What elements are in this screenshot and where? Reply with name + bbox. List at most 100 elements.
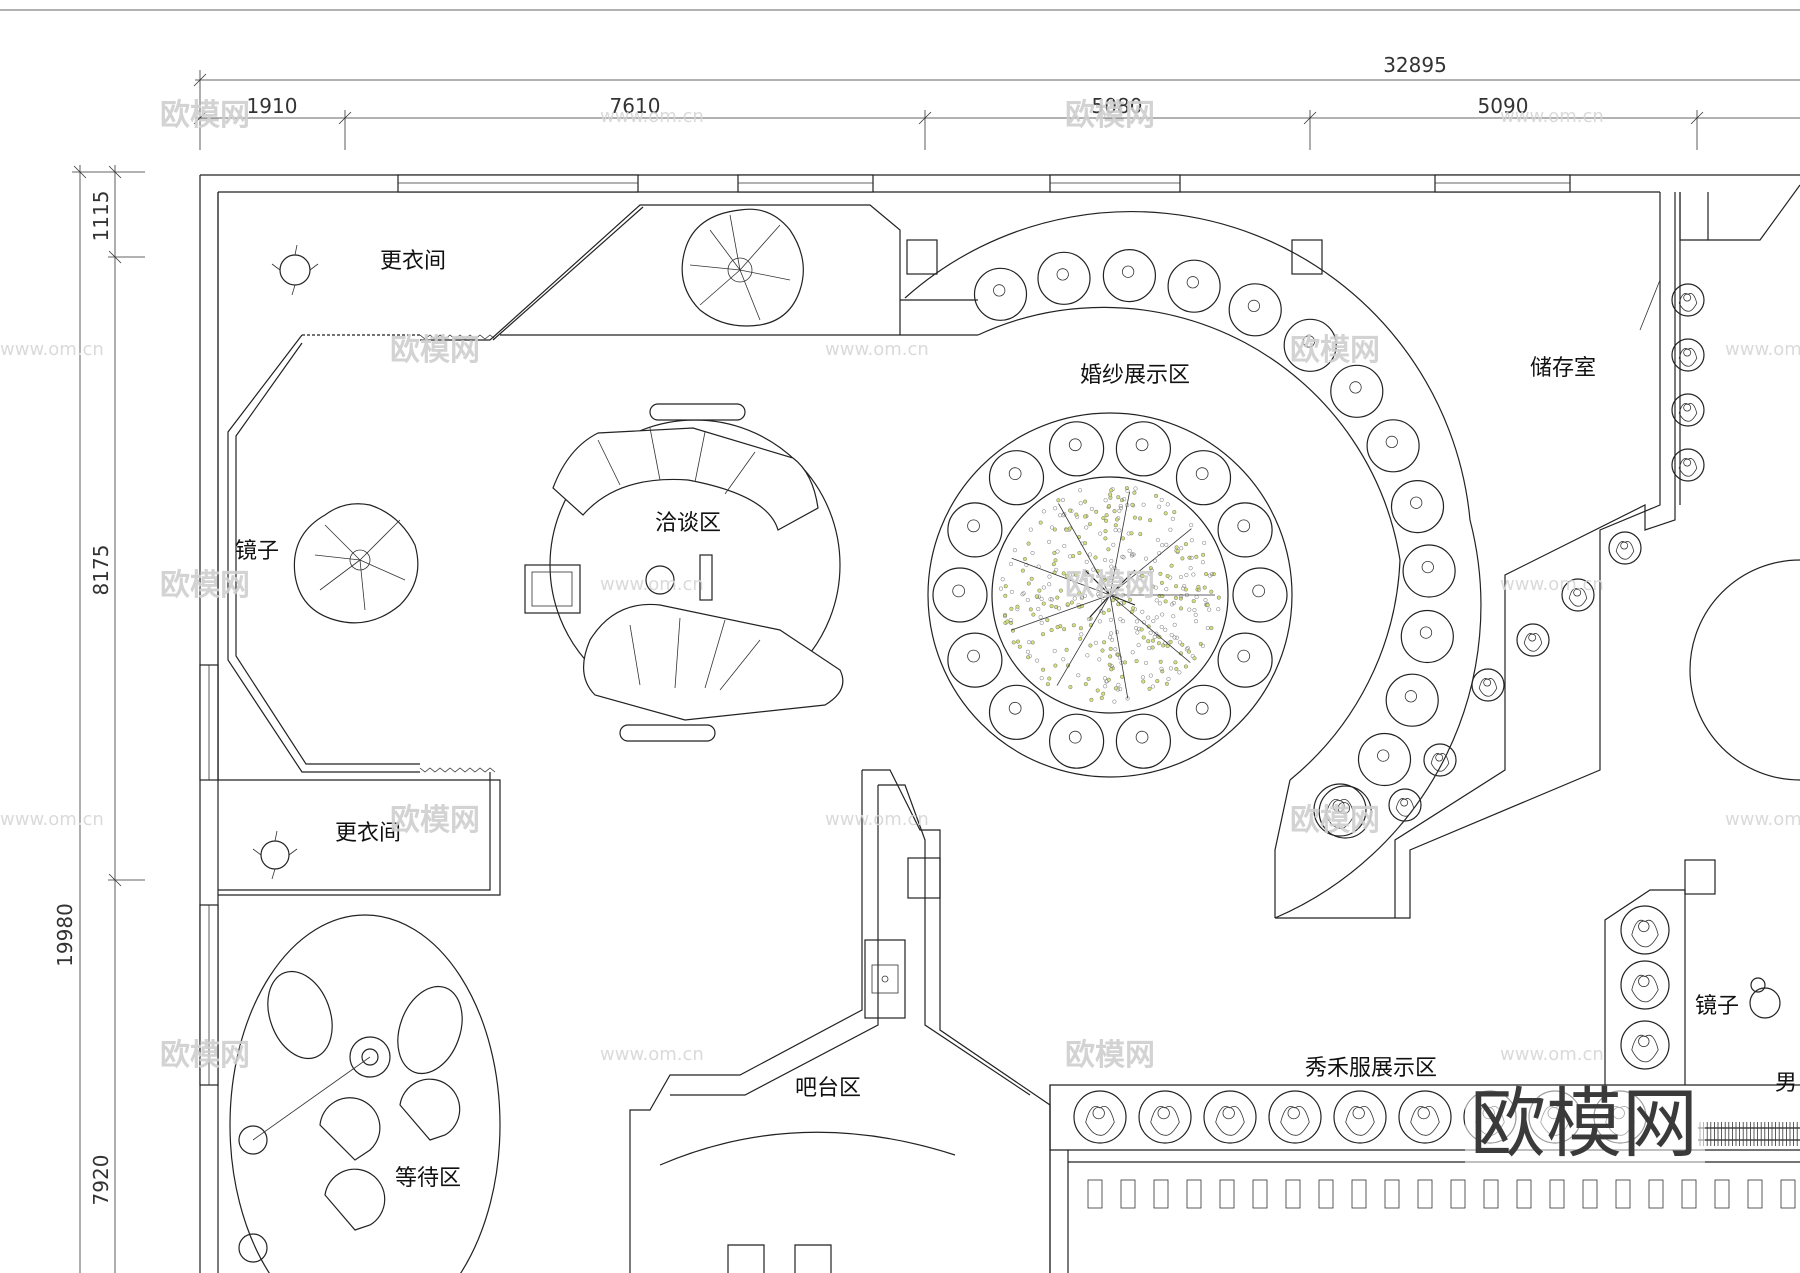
tree-icon — [998, 486, 1221, 704]
room-label-wedding: 婚纱展示区 — [1080, 363, 1190, 388]
dress-form-icon — [1203, 1090, 1257, 1144]
dress-form-icon — [1400, 609, 1454, 664]
room-label-waiting: 等待区 — [395, 1166, 461, 1191]
dress-form-icon — [1398, 1090, 1452, 1144]
dress-form-icon — [988, 684, 1045, 740]
dress-form-icon — [1620, 960, 1670, 1010]
dress-form-icon — [988, 450, 1045, 506]
svg-text:www.om.cn: www.om.cn — [0, 809, 104, 830]
dress-form-icon — [1313, 783, 1367, 837]
dress-form-icon — [1283, 318, 1337, 372]
dress-form-icon — [1385, 673, 1439, 727]
dim-vertical-1: 1115 — [89, 191, 113, 242]
dress-form-icon — [1217, 502, 1273, 558]
room-label-changing-top: 更衣间 — [380, 249, 446, 274]
dress-form-icon — [1115, 421, 1172, 477]
dress-form-icon — [1671, 393, 1705, 427]
dress-form-icon — [1561, 578, 1595, 612]
dress-form-icon — [1175, 684, 1232, 740]
dress-form-icon — [1366, 419, 1420, 473]
brand-logo-text: 欧模网 — [1470, 1079, 1698, 1168]
dress-form-icon — [1516, 623, 1550, 657]
svg-text:www.om.cn: www.om.cn — [825, 339, 929, 360]
dress-form-icon — [1268, 1090, 1322, 1144]
window-top-2 — [737, 174, 874, 193]
svg-text:www.om.cn: www.om.cn — [0, 339, 104, 360]
dim-segment-3: 5080 — [1092, 94, 1143, 118]
dress-form-icon — [1423, 743, 1457, 777]
dress-form-icon — [1232, 567, 1288, 623]
svg-text:www.om.cn: www.om.cn — [600, 574, 704, 595]
dress-form-icon — [1620, 1020, 1670, 1070]
svg-text:欧模网: 欧模网 — [390, 803, 480, 838]
svg-text:欧模网: 欧模网 — [390, 333, 480, 368]
dress-form-icon — [1671, 283, 1705, 317]
wedding-dress-display: 婚纱展示区 — [927, 363, 1293, 778]
svg-text:欧模网: 欧模网 — [160, 1038, 250, 1073]
column — [1291, 239, 1323, 275]
negotiation-area: 洽谈区 — [524, 403, 844, 742]
svg-text:www.om.cn: www.om.cn — [600, 106, 704, 127]
plant-icon-top — [681, 208, 804, 327]
dim-vertical-2: 8175 — [89, 545, 113, 596]
changing-room-bottom: 更衣间 — [218, 772, 501, 896]
dress-form-icon — [1671, 448, 1705, 482]
dim-segment-1: 1910 — [247, 94, 298, 118]
window-top-1 — [397, 174, 639, 193]
vertical-dimensions: 19980 1115 8175 7920 — [53, 165, 145, 1273]
dress-form-icon — [1115, 713, 1172, 769]
dress-form-icon — [1333, 1090, 1387, 1144]
room-label-mirror-right: 镜子 — [1695, 994, 1739, 1019]
dress-form-icon — [1175, 450, 1232, 506]
bar-area: 吧台区 — [629, 769, 1051, 1273]
svg-text:www.om.cn: www.om.cn — [1500, 574, 1604, 595]
dress-form-icon — [1167, 259, 1221, 313]
dress-form-icon — [1388, 788, 1422, 822]
dress-form-icon — [947, 632, 1003, 688]
dim-segment-2: 7610 — [610, 94, 661, 118]
dress-form-icon — [947, 502, 1003, 558]
xiuhe-display: 秀禾服展示区 镜子 男 — [1049, 859, 1800, 1273]
svg-text:欧模网: 欧模网 — [1065, 568, 1155, 603]
svg-text:www.om.cn: www.om.cn — [1500, 1044, 1604, 1065]
window-top-3 — [1049, 174, 1181, 193]
dress-form-icon — [973, 267, 1028, 321]
dress-form-icon — [1357, 732, 1412, 787]
svg-text:www.om.cn: www.om.cn — [1725, 809, 1800, 830]
coat-rack-icon — [271, 244, 319, 296]
svg-text:www.om.cn: www.om.cn — [825, 809, 929, 830]
svg-text:欧模网: 欧模网 — [1065, 1038, 1155, 1073]
dress-form-icon — [1138, 1090, 1192, 1144]
dim-vertical-3: 7920 — [89, 1155, 113, 1206]
dress-form-icon — [1390, 480, 1445, 534]
dress-form-icon — [1102, 249, 1157, 303]
brand-logo: 欧模网 — [1465, 1079, 1705, 1168]
dress-form-icon — [1217, 632, 1273, 688]
exterior-walls — [199, 174, 1800, 1273]
dress-form-icon — [1402, 544, 1456, 598]
watermarks: 欧模网 欧模网 欧模网 欧模网 欧模网 欧模网 欧模网 欧模网 欧模网 欧模网 … — [0, 98, 1800, 1073]
svg-text:欧模网: 欧模网 — [1290, 333, 1380, 368]
svg-text:欧模网: 欧模网 — [160, 568, 250, 603]
room-label-negotiation: 洽谈区 — [655, 511, 721, 536]
horizontal-dimensions: 32895 1910 7610 5080 5090 — [193, 53, 1800, 150]
dress-form-icon — [1330, 364, 1384, 418]
svg-text:www.om.cn: www.om.cn — [1500, 106, 1604, 127]
changing-room-top: 更衣间 — [217, 192, 978, 780]
dress-form-icon — [1620, 905, 1670, 955]
dress-form-icon — [1048, 713, 1105, 769]
svg-text:欧模网: 欧模网 — [1065, 98, 1155, 133]
room-label-storage: 储存室 — [1530, 356, 1596, 381]
svg-text:欧模网: 欧模网 — [1290, 803, 1380, 838]
room-label-bar: 吧台区 — [795, 1076, 861, 1101]
dress-form-icon — [1318, 785, 1372, 839]
storage-room: 储存室 — [1275, 184, 1800, 919]
dress-form-icon — [1608, 531, 1642, 565]
mannequin-icon — [1749, 977, 1781, 1019]
room-label-mens: 男 — [1775, 1071, 1797, 1096]
svg-text:欧模网: 欧模网 — [160, 98, 250, 133]
dress-form-icon — [1671, 338, 1705, 372]
dress-form-icon — [1073, 1090, 1127, 1144]
dress-form-icon — [1037, 251, 1091, 305]
